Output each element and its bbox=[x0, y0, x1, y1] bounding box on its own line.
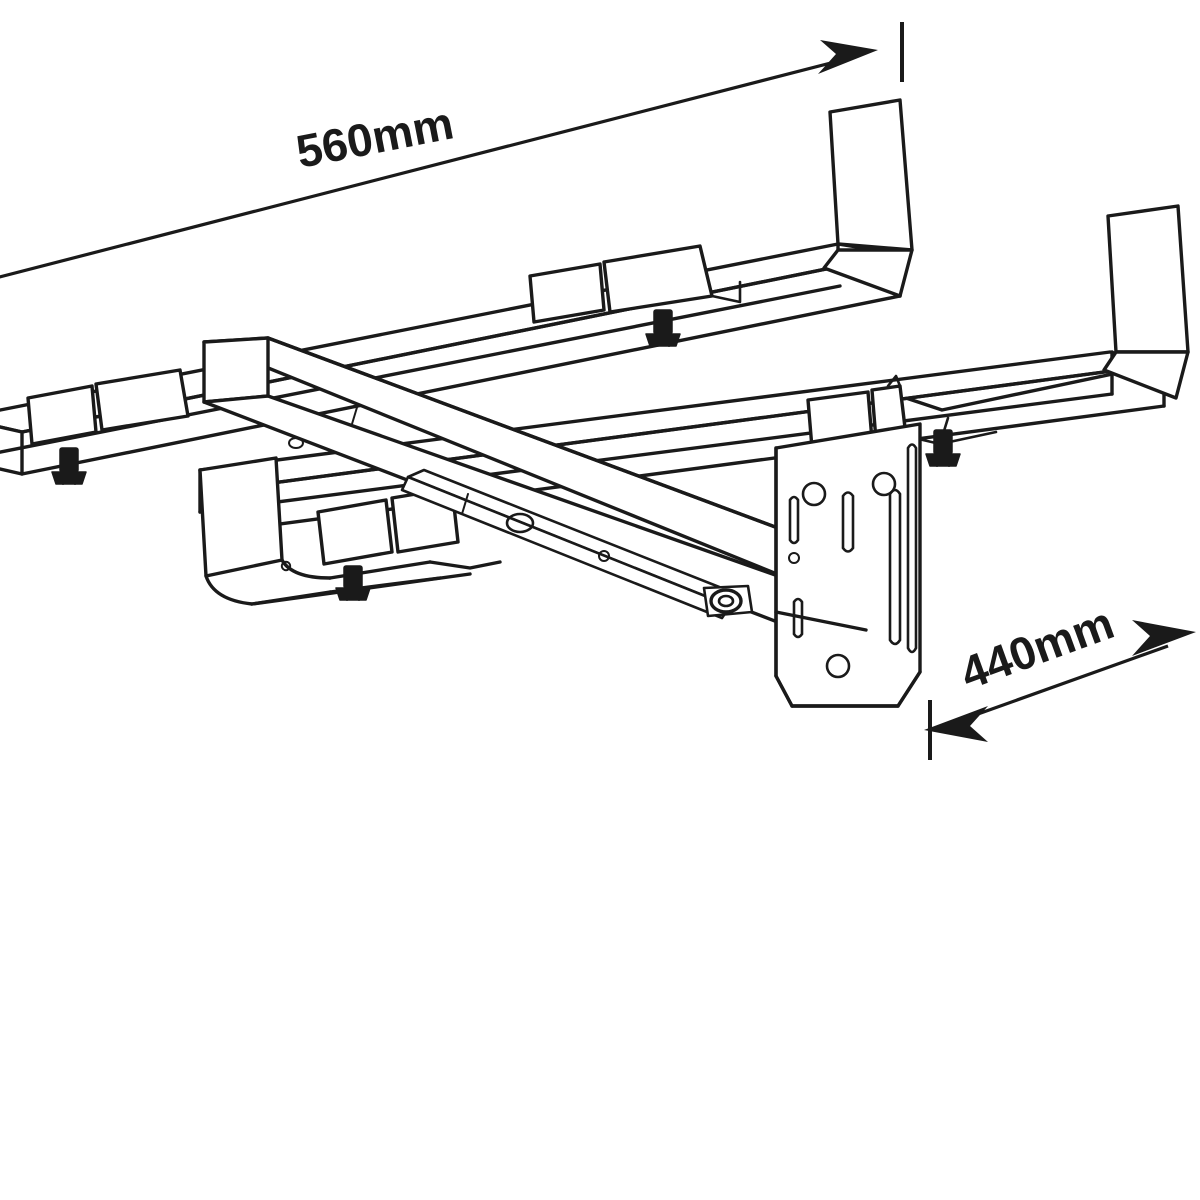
rear-rail-tab-left-a bbox=[26, 384, 98, 446]
wall-plate-round-hole-3 bbox=[825, 653, 851, 679]
wall-plate-round-hole-1 bbox=[801, 481, 827, 507]
wall-plate-slot-4 bbox=[906, 443, 918, 654]
wall-mount-plate bbox=[774, 422, 922, 708]
rear-rail-bottom-edge bbox=[0, 284, 842, 454]
wall-plate-beam-seat-edge bbox=[774, 610, 868, 632]
front-rail-bottom-edge bbox=[198, 392, 1114, 514]
bolt-washer-grooves-1 bbox=[656, 337, 670, 347]
rear-rail-tab-a bbox=[528, 262, 606, 324]
rear-rail-upturned-end-lip-outer bbox=[828, 98, 914, 252]
dimension-440mm-line bbox=[949, 644, 1169, 726]
bolt-washer-grooves-4 bbox=[936, 457, 950, 467]
bolt-head-1 bbox=[653, 309, 673, 335]
cross-beam-stiffener-2 bbox=[461, 493, 469, 515]
diagonal-cross-beam bbox=[202, 336, 882, 658]
rear-rail-tab-divider bbox=[598, 262, 606, 312]
wall-plate-slot-2 bbox=[841, 491, 855, 553]
rear-rail-lip-base bbox=[822, 248, 914, 298]
bolt-washer-2 bbox=[51, 471, 87, 485]
dimension-560mm-arrowhead bbox=[818, 40, 878, 74]
cross-beam-left-end-cap bbox=[202, 336, 270, 404]
bolt-washer-grooves-2 bbox=[62, 475, 76, 485]
cross-beam-lower-strut-face bbox=[400, 475, 732, 620]
wall-plate-slot-1 bbox=[788, 495, 800, 545]
bolt-head-4 bbox=[933, 429, 953, 455]
front-rail-left-lip-outer bbox=[198, 456, 284, 578]
bolt-washer-4 bbox=[925, 453, 961, 467]
hex-bolt-heads bbox=[51, 309, 961, 601]
bolt-front-rail-left bbox=[335, 565, 371, 601]
rear-rail-tab-left-divider bbox=[90, 384, 98, 434]
wall-plate-bottom-left-chamfer bbox=[774, 674, 794, 708]
front-rail-upturned-end-lip-outer bbox=[1106, 204, 1190, 354]
bolt-rear-rail-left bbox=[51, 447, 87, 485]
cross-beam-strut-slot bbox=[505, 512, 535, 534]
dimension-440mm-arrowhead-right bbox=[1132, 620, 1196, 656]
front-rail-tab-left-a bbox=[316, 498, 394, 566]
rear-rail-lip-inner-edge bbox=[828, 110, 840, 246]
cross-beam-hole-1 bbox=[288, 437, 304, 449]
cross-beam-stiffener-1 bbox=[351, 403, 359, 425]
bolt-washer-3 bbox=[335, 587, 371, 601]
front-support-rail bbox=[198, 204, 1190, 606]
cross-beam-strut-hole bbox=[598, 550, 610, 562]
wall-plate-bottom-right-chamfer bbox=[896, 670, 922, 708]
bolt-head-3 bbox=[343, 565, 363, 589]
rear-rail-tab-step bbox=[710, 280, 742, 304]
front-rail-lip-inner-edge bbox=[1106, 214, 1118, 354]
front-rail-tab-peak bbox=[886, 374, 902, 388]
front-rail-lower-left-step bbox=[428, 560, 502, 570]
pivot-bolt-inner bbox=[717, 594, 735, 608]
rear-rail-bottom-front-edge bbox=[20, 294, 902, 476]
front-rail-lip-base bbox=[1102, 350, 1190, 400]
bolt-front-rail-right bbox=[925, 429, 961, 467]
wall-plate-slot-3 bbox=[888, 488, 902, 646]
front-rail-left-lip-hole bbox=[280, 560, 292, 572]
bolt-washer-grooves-3 bbox=[346, 591, 360, 601]
pivot-bolt-outer bbox=[709, 588, 743, 614]
front-rail-tab-left-divider bbox=[384, 498, 394, 554]
bolt-head-2 bbox=[59, 447, 79, 473]
bolt-washer-1 bbox=[645, 333, 681, 347]
bolt-rear-rail-center bbox=[645, 309, 681, 347]
dimension-440mm-arrowhead-left bbox=[924, 706, 988, 742]
rear-rail-tab-left-b bbox=[94, 368, 190, 432]
wall-plate-round-hole-2 bbox=[871, 471, 897, 497]
wall-plate-round-hole-4 bbox=[788, 552, 800, 564]
dimension-560mm-line bbox=[0, 54, 859, 279]
